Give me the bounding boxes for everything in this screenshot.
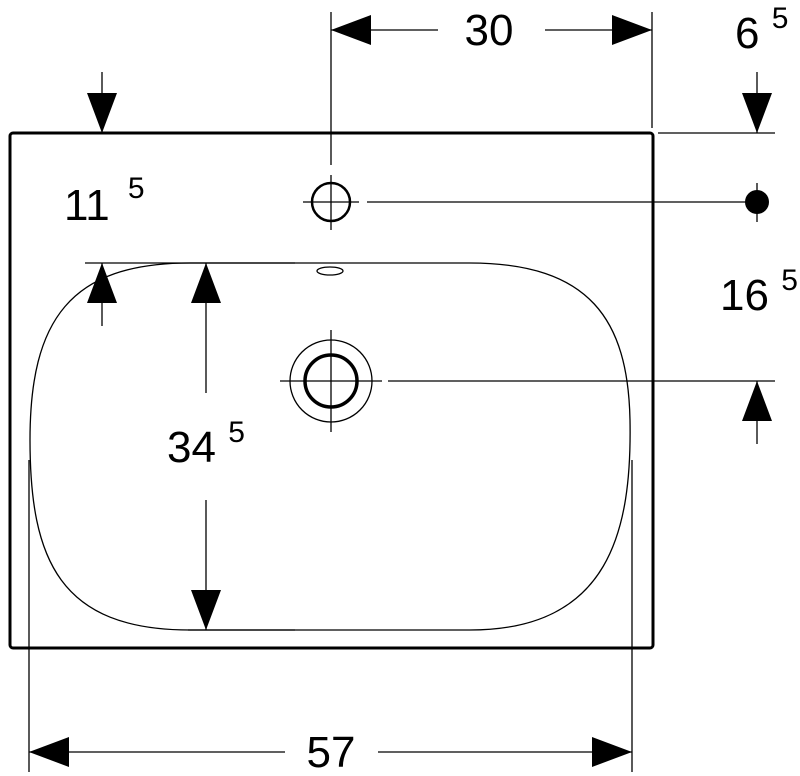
- dim-30-label: 30: [465, 6, 514, 55]
- svg-text:57: 57: [307, 728, 356, 776]
- tap-centreline: [367, 183, 769, 222]
- dim-57-label: 57: [307, 728, 356, 776]
- tap-hole: [303, 175, 359, 230]
- dim-16-label: 16: [720, 271, 769, 320]
- dim-34-label: 34: [167, 423, 216, 472]
- svg-text:16 5: 16 5: [720, 264, 798, 320]
- dimension-overall-width: 57: [28, 460, 633, 776]
- svg-text:34 5: 34 5: [167, 416, 245, 472]
- dimension-tap-to-drain: 16 5: [388, 264, 798, 444]
- dim-11-label: 11: [64, 181, 110, 230]
- bowl-outline: [29, 262, 631, 631]
- dim-11-sup: 5: [128, 172, 145, 205]
- drain: [280, 330, 382, 432]
- dim-34-sup: 5: [228, 416, 245, 449]
- svg-text:6 5: 6 5: [735, 2, 788, 58]
- svg-text:30: 30: [465, 6, 514, 55]
- svg-text:11 5: 11 5: [64, 172, 145, 230]
- dim-6-label: 6: [735, 9, 759, 58]
- dim-6-sup: 5: [772, 2, 789, 35]
- dimension-bowl-depth: 34 5: [167, 263, 295, 631]
- dimension-tap-edge-offset: 6 5: [658, 2, 788, 134]
- overflow-slot: [316, 266, 344, 276]
- dimension-tap-offset: 30: [330, 6, 653, 165]
- dim-16-sup: 5: [781, 264, 798, 297]
- dimension-rim-to-bowl: 11 5: [64, 72, 295, 326]
